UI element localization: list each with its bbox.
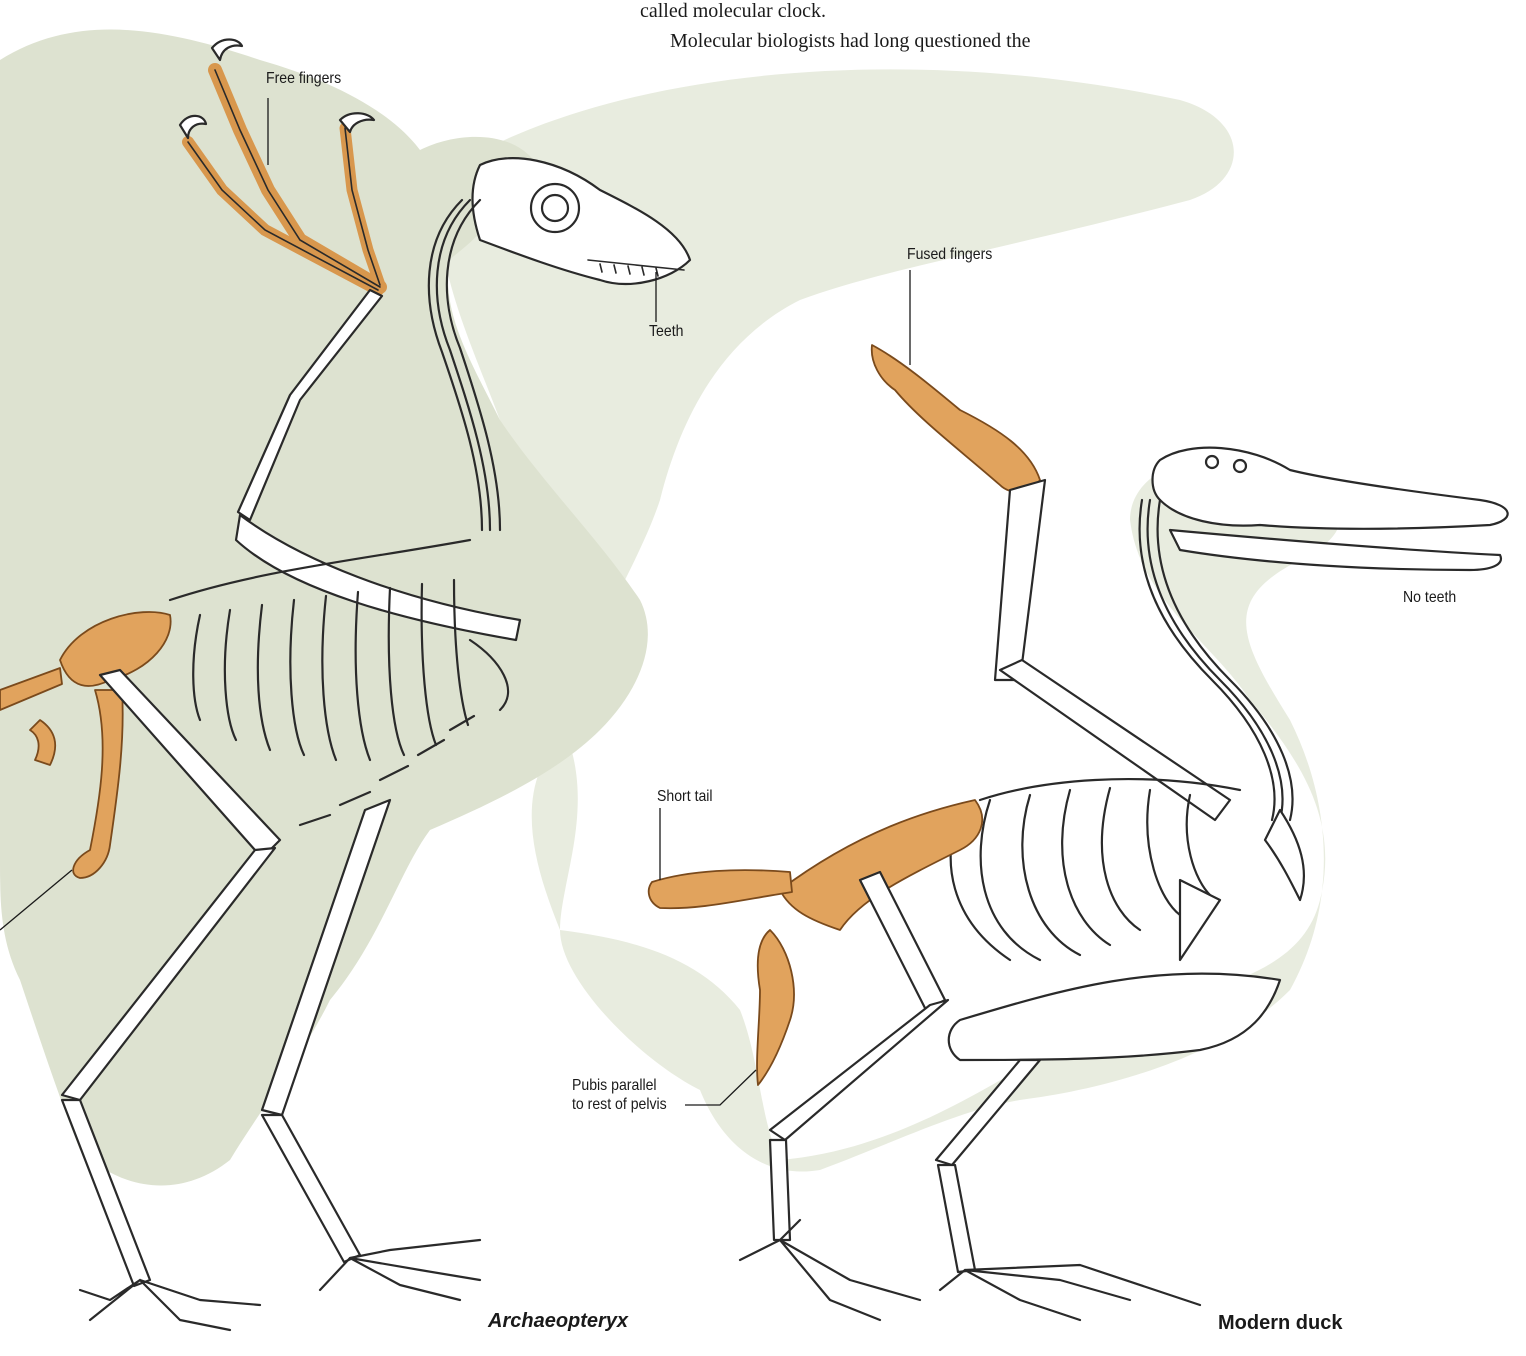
duck-tarsus	[770, 1140, 790, 1240]
archaeopteryx-eye	[542, 195, 568, 221]
label-fused-fingers: Fused fingers	[907, 246, 992, 264]
label-teeth: Teeth	[649, 323, 683, 341]
duck-tibia	[770, 1000, 948, 1140]
article-text-line: called molecular clock.	[640, 0, 826, 23]
duck-femur	[860, 872, 945, 1010]
archaeopteryx-tarsus-far	[262, 1115, 360, 1262]
duck-pubis	[757, 930, 794, 1085]
duck-furcula	[1265, 810, 1304, 900]
caption-archaeopteryx: Archaeopteryx	[488, 1310, 628, 1333]
duck-coracoid	[1180, 880, 1220, 960]
article-text-line: Molecular biologists had long questioned…	[670, 30, 1031, 53]
duck-skeleton	[649, 345, 1508, 1320]
duck-eye	[1206, 456, 1218, 468]
label-free-fingers: Free fingers	[266, 70, 341, 88]
duck-feet	[740, 1220, 1200, 1320]
duck-eye-2	[1234, 460, 1246, 472]
duck-humerus	[1000, 660, 1230, 820]
duck-short-tail	[649, 870, 792, 908]
label-short-tail: Short tail	[657, 788, 713, 806]
duck-radius	[995, 480, 1045, 680]
label-no-teeth: No teeth	[1403, 589, 1456, 607]
label-pubis-line2: to rest of pelvis	[572, 1096, 667, 1114]
duck-sternum	[949, 974, 1280, 1060]
caption-modern-duck: Modern duck	[1218, 1312, 1342, 1335]
label-pubis-line1: Pubis parallel	[572, 1077, 657, 1095]
duck-tarsus-far	[938, 1165, 975, 1272]
duck-fused-fingers	[872, 345, 1040, 492]
